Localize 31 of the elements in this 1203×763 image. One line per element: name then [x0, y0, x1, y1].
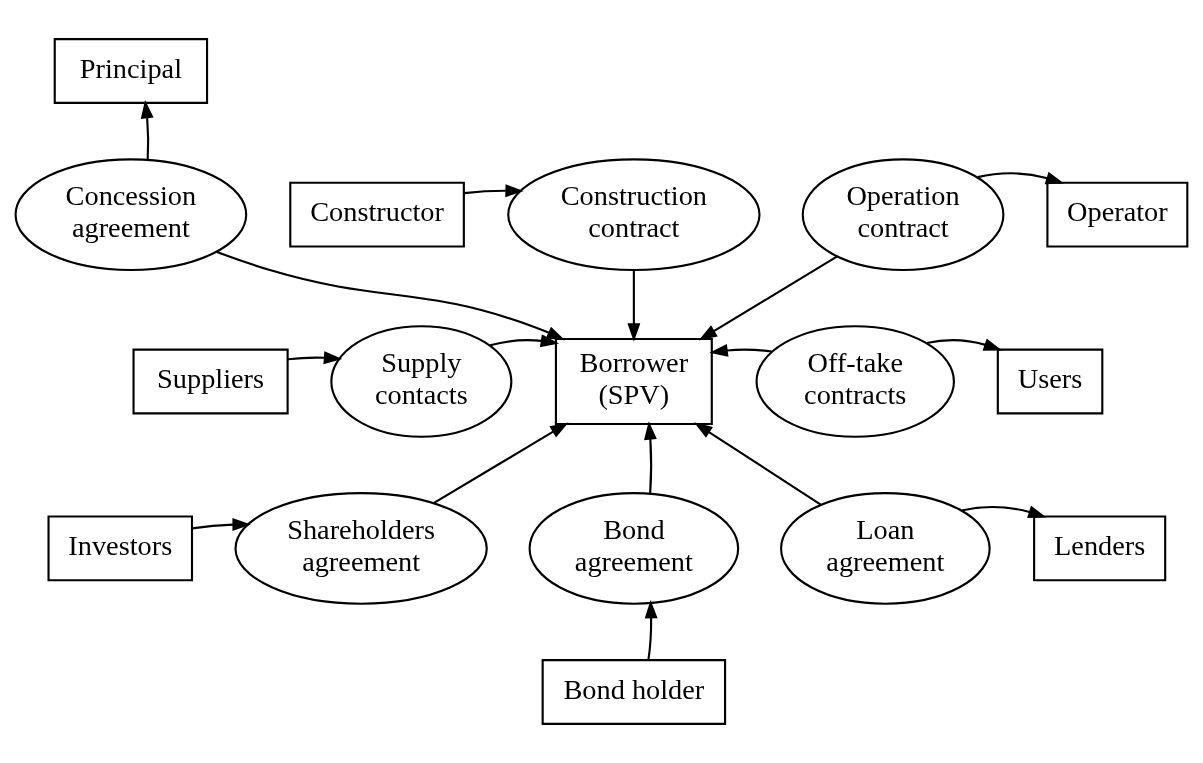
node-ellipse: Bond agreement — [528, 492, 740, 605]
arrow — [192, 518, 251, 532]
node-box: Principal — [53, 38, 209, 104]
node-box: Operator — [1046, 181, 1189, 248]
arrow — [490, 334, 560, 348]
node-box: Constructor — [289, 181, 465, 248]
node-ellipse: Operation contract — [801, 158, 1005, 271]
arrow — [694, 422, 822, 506]
arrow — [627, 269, 641, 342]
node-box: Suppliers — [132, 348, 289, 415]
node-ellipse: Concession agreement — [14, 158, 248, 271]
node-box: Borrower (SPV) — [554, 337, 713, 426]
arrow — [464, 184, 524, 198]
arrow — [698, 255, 838, 341]
arrow — [644, 599, 658, 661]
arrow — [287, 351, 343, 365]
node-box: Users — [996, 348, 1104, 415]
arrow — [433, 422, 569, 505]
node-ellipse: Loan agreement — [780, 492, 991, 605]
arrow — [709, 343, 772, 357]
arrow — [643, 421, 657, 494]
node-box: Bond holder — [541, 659, 727, 725]
arrow — [216, 250, 566, 341]
arrow — [926, 338, 1003, 351]
node-ellipse: Supply contacts — [330, 325, 513, 438]
arrow — [977, 171, 1065, 185]
node-ellipse: Off-take contracts — [755, 325, 955, 438]
node-box: Lenders — [1033, 515, 1167, 582]
arrow — [140, 99, 154, 160]
arrow — [961, 505, 1047, 518]
node-box: Investors — [47, 515, 194, 582]
